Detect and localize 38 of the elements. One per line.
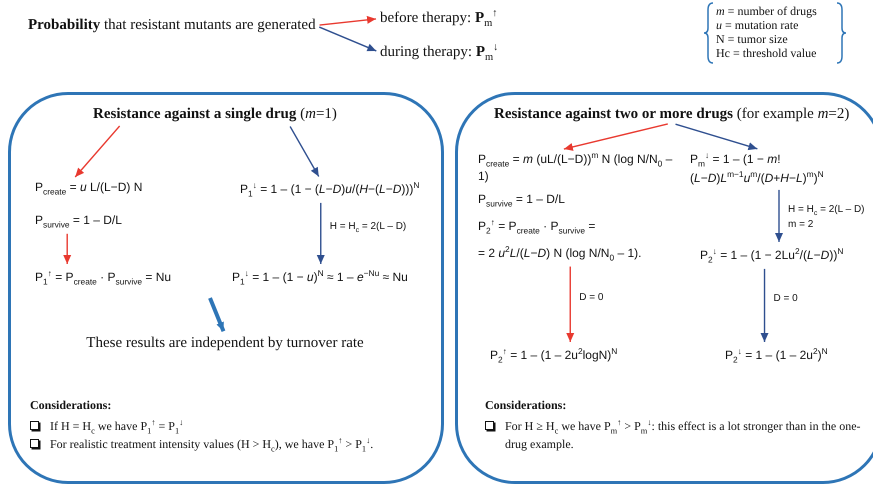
definition-text: m = number of drugs bbox=[716, 4, 817, 19]
arrow bbox=[290, 126, 320, 177]
formula-text: P$_{m}$$^{↓}$ = 1 – (1 − m!(L−D)L$^{m−1}$u$^{m}$/(D+H−L)$^{m}$)$^{N}$ bbox=[690, 150, 825, 186]
bullet-text: For H ≥ H$_{c}$ we have P$_{m}$$^{↑}$ > P$_{m}$$^{↓}$: this effect is a lot stronger than in the one-drug example. bbox=[505, 418, 862, 453]
arrow bbox=[208, 297, 226, 332]
formula-text: P$_{2}$$^{↓}$ = 1 – (1 – 2u$^{2}$)$^{N}$ bbox=[725, 346, 828, 365]
section-heading: Considerations: bbox=[30, 398, 112, 413]
arrow bbox=[564, 123, 668, 151]
bullet-text: For realistic treatment intensity values (H > H$_{c}$), we have P$_{1}$$^{↑}$ > P$_{1}$$^{↓}$. bbox=[50, 436, 374, 456]
node-text: Probability that resistant mutants are generated bbox=[28, 17, 316, 34]
definition-text: u = mutation rate bbox=[716, 18, 798, 33]
arrow bbox=[760, 268, 769, 342]
node-text: These results are independent by turnover rate bbox=[85, 335, 365, 352]
section-heading: Considerations: bbox=[485, 398, 566, 413]
formula-text: = 2 u$^{2}$L/(L−D) N (log N/N$_{0}$ – 1). bbox=[478, 244, 642, 263]
arrow bbox=[775, 190, 783, 242]
arrow bbox=[63, 234, 72, 264]
panel-heading: Resistance against a single drug (m=1) bbox=[93, 106, 337, 123]
formula-text: P$_{survive}$ = 1 – D/L bbox=[478, 192, 566, 209]
formula-text: P$_{create}$ = u L/(L−D) N bbox=[35, 180, 142, 197]
definition-text: Hc = threshold value bbox=[716, 46, 816, 61]
formula-text: P$_{2}$$^{↓}$ = 1 – (1 − 2Lu$^{2}$/(L−D))$^{N}$ bbox=[700, 246, 844, 265]
definition-text: N = tumor size bbox=[716, 32, 788, 47]
formula-text: P$_{2}$$^{↑}$ = P$_{create}$ · P$_{survive}$ = bbox=[478, 216, 596, 236]
arrow bbox=[675, 123, 758, 150]
formula-text: P$_{create}$ = m (uL/(L−D))$^{m}$ N (log N/N$_{0}$ – 1) bbox=[478, 150, 674, 184]
arrow bbox=[319, 16, 376, 26]
arrow bbox=[74, 126, 120, 178]
formula-text: P$_{survive}$ = 1 – D/L bbox=[35, 212, 123, 230]
formula-text: P$_{2}$$^{↑}$ = 1 – (1 – 2u$^{2}$logN)$^{N}$ bbox=[490, 346, 618, 365]
arrow bbox=[566, 266, 574, 342]
panel-heading: Resistance against two or more drugs (for example m=2) bbox=[494, 106, 850, 123]
rounded-panel bbox=[8, 92, 444, 484]
formula-text: P$_{1}$$^{↑}$ = P$_{create}$ · P$_{survive}$ = Nu bbox=[35, 268, 172, 287]
formula-text: P$_{1}$$^{↓}$ = 1 – (1 − u)$^{N}$ ≈ 1 – e$^{−Nu}$ ≈ Nu bbox=[232, 268, 408, 287]
arrow bbox=[316, 202, 325, 264]
arrow bbox=[319, 26, 377, 52]
formula-text: P$_{1}$$^{↓}$ = 1 – (1 − (L−D)u/(H−(L−D)))$^{N}$ bbox=[240, 180, 420, 199]
